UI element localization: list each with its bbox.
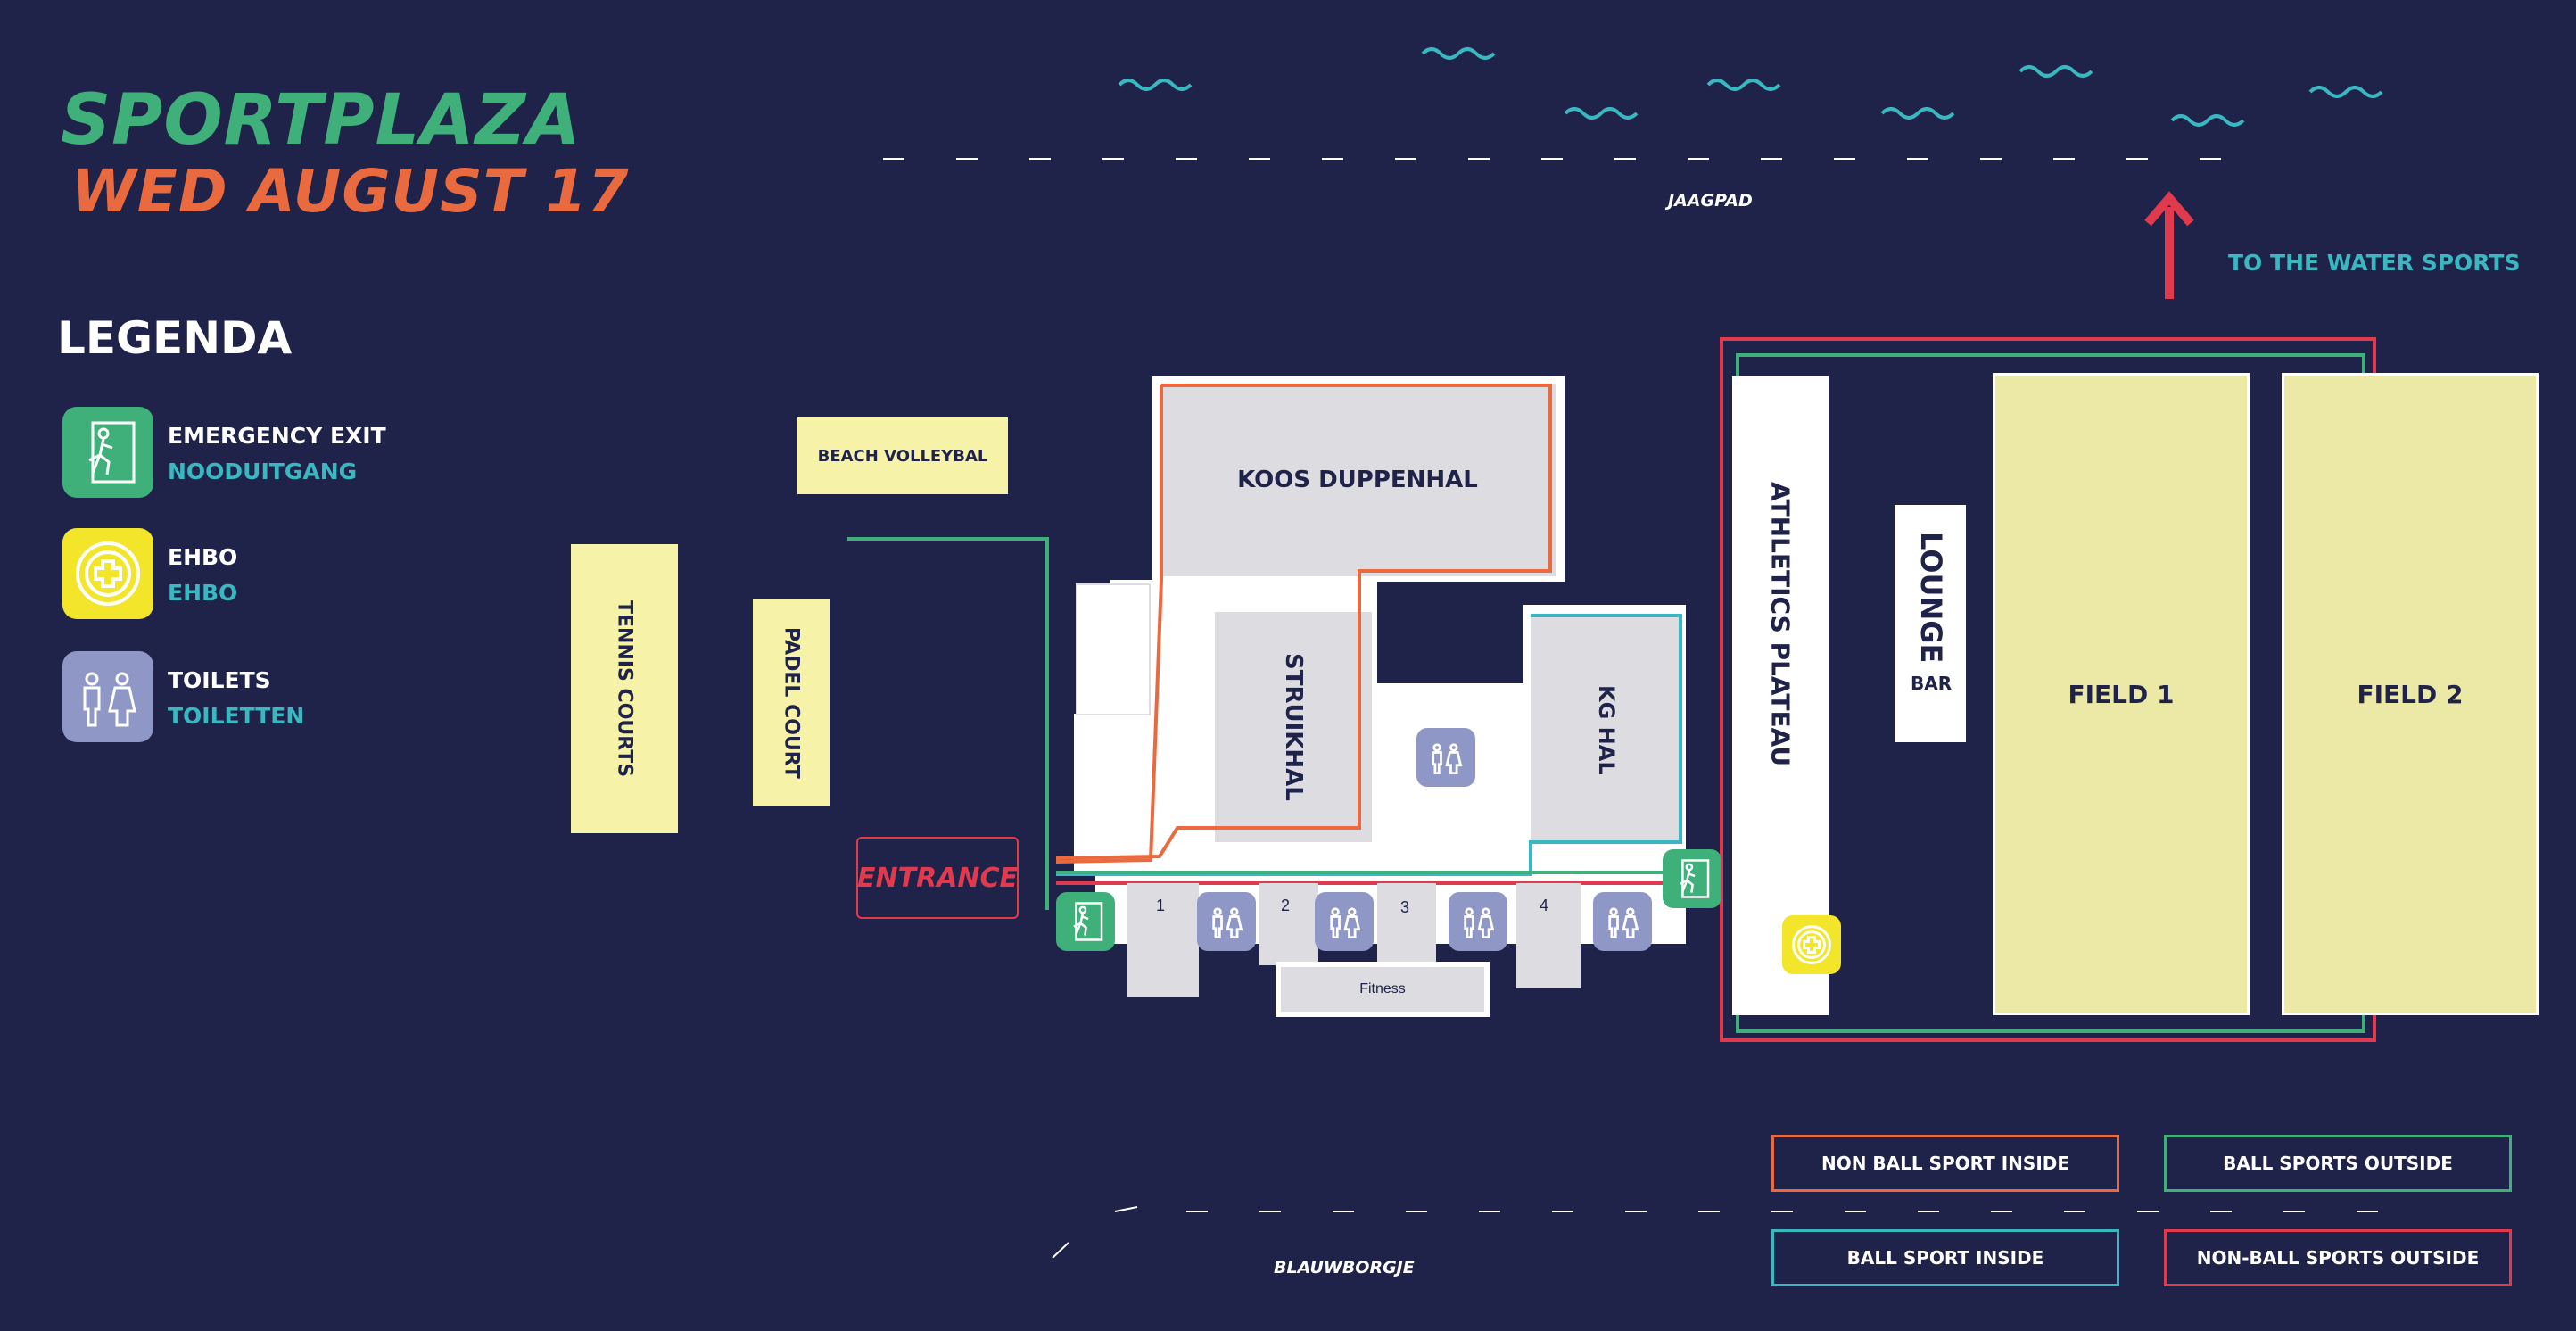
event-date: WED AUGUST 17 xyxy=(71,157,630,226)
toilets-icon xyxy=(1416,728,1475,787)
lounge-bar-area: LOUNGE BAR xyxy=(1895,505,1966,742)
kg-hal-label: KG HAL xyxy=(1594,684,1619,775)
room-4 xyxy=(1516,883,1581,988)
toilets-icon xyxy=(62,651,153,742)
building-annex xyxy=(1076,583,1151,715)
kg-hal-hall: KG HAL xyxy=(1531,616,1682,844)
route-legend-non-ball-outside: NON-BALL SPORTS OUTSIDE xyxy=(2164,1229,2512,1286)
room-3-label: 3 xyxy=(1400,898,1410,916)
bar-label: BAR xyxy=(1911,673,1953,694)
emergency-exit-icon xyxy=(1056,892,1115,951)
room-2-label: 2 xyxy=(1281,897,1291,914)
legend-label-toilets: TOILETS xyxy=(168,667,271,693)
road-segment xyxy=(1114,1206,1138,1212)
legend-label-ehbo: EHBO xyxy=(168,544,238,570)
field-2-area: FIELD 2 xyxy=(2282,373,2539,1015)
wave xyxy=(2308,86,2383,98)
water-sports-label: TO THE WATER SPORTS xyxy=(2228,250,2521,276)
beach-volleybal-area: BEACH VOLLEYBAL xyxy=(797,417,1008,494)
beach-volleybal-label: BEACH VOLLEYBAL xyxy=(817,446,988,466)
emergency-exit-icon xyxy=(1663,849,1721,908)
room-2 xyxy=(1259,883,1318,965)
toilets-icon xyxy=(1197,892,1256,951)
athletics-plateau-label: ATHLETICS PLATEAU xyxy=(1765,482,1796,767)
first-aid-icon xyxy=(62,528,153,619)
tennis-courts-area: TENNIS COURTS xyxy=(571,544,678,833)
route-legend-ball-outside: BALL SPORTS OUTSIDE xyxy=(2164,1135,2512,1192)
room-4-label: 4 xyxy=(1540,897,1549,914)
struikhal-label: STRUIKHAL xyxy=(1280,653,1307,801)
toilets-icon xyxy=(1315,892,1374,951)
water-waves xyxy=(1118,47,2383,127)
legend-sublabel-nooduitgang: NOODUITGANG xyxy=(168,459,358,484)
fitness-label: Fitness xyxy=(1359,981,1406,996)
entrance-label: ENTRANCE xyxy=(857,862,1018,894)
wave xyxy=(1421,47,1496,60)
legend-sublabel-ehbo: EHBO xyxy=(168,580,238,606)
entrance-button[interactable]: ENTRANCE xyxy=(856,837,1019,919)
road-segment xyxy=(1052,1242,1069,1259)
toilets-icon xyxy=(1593,892,1652,951)
room-1 xyxy=(1127,883,1199,997)
route-non-ball-inside-2 xyxy=(1055,385,1163,864)
route-legend-non-ball-inside: NON BALL SPORT INSIDE xyxy=(1771,1135,2119,1192)
padel-court-label: PADEL COURT xyxy=(780,627,803,779)
route-ball-outside-path xyxy=(847,537,1049,910)
blauwborgje-label: BLAUWBORGJE xyxy=(1274,1258,1415,1277)
first-aid-icon xyxy=(1782,915,1841,974)
legend-label-emergency-exit: EMERGENCY EXIT xyxy=(168,423,386,449)
route-legend-ball-inside: BALL SPORT INSIDE xyxy=(1771,1229,2119,1286)
route-legend-label: BALL SPORT INSIDE xyxy=(1846,1247,2044,1269)
page-title: SPORTPLAZA xyxy=(61,80,582,161)
field-2-label: FIELD 2 xyxy=(2357,679,2464,709)
route-ball-inside xyxy=(1056,614,1682,876)
field-1-area: FIELD 1 xyxy=(1993,373,2250,1015)
padel-court-area: PADEL COURT xyxy=(753,599,830,806)
tennis-courts-label: TENNIS COURTS xyxy=(613,599,636,778)
koos-duppenhal-label: KOOS DUPPENHAL xyxy=(1237,467,1478,493)
route-legend-label: NON-BALL SPORTS OUTSIDE xyxy=(2196,1247,2480,1269)
wave xyxy=(1706,79,1781,91)
field-1-label: FIELD 1 xyxy=(2068,679,2175,709)
struikhal-hall: STRUIKHAL xyxy=(1215,612,1372,842)
route-legend-label: BALL SPORTS OUTSIDE xyxy=(2223,1153,2453,1174)
wave xyxy=(1880,107,1955,120)
wave xyxy=(2170,114,2245,127)
toilets-icon xyxy=(1449,892,1507,951)
route-non-ball-inside xyxy=(1055,384,1552,860)
wave xyxy=(1118,79,1193,91)
legend-sublabel-toiletten: TOILETTEN xyxy=(168,703,305,729)
arrow-up-icon xyxy=(2144,191,2194,299)
fitness-room: Fitness xyxy=(1281,967,1484,1012)
koos-duppenhal-hall: KOOS DUPPENHAL xyxy=(1160,384,1556,576)
athletics-plateau-area: ATHLETICS PLATEAU xyxy=(1732,376,1829,1015)
jaagpad-label: JAAGPAD xyxy=(1668,191,1753,211)
legend-title: LEGENDA xyxy=(57,312,293,364)
route-legend-label: NON BALL SPORT INSIDE xyxy=(1821,1153,2070,1174)
room-3 xyxy=(1377,883,1436,965)
wave xyxy=(2019,65,2093,78)
lounge-label: LOUNGE xyxy=(1914,532,1948,664)
room-1-label: 1 xyxy=(1156,897,1166,914)
wave xyxy=(1564,107,1639,120)
emergency-exit-icon xyxy=(62,407,153,498)
